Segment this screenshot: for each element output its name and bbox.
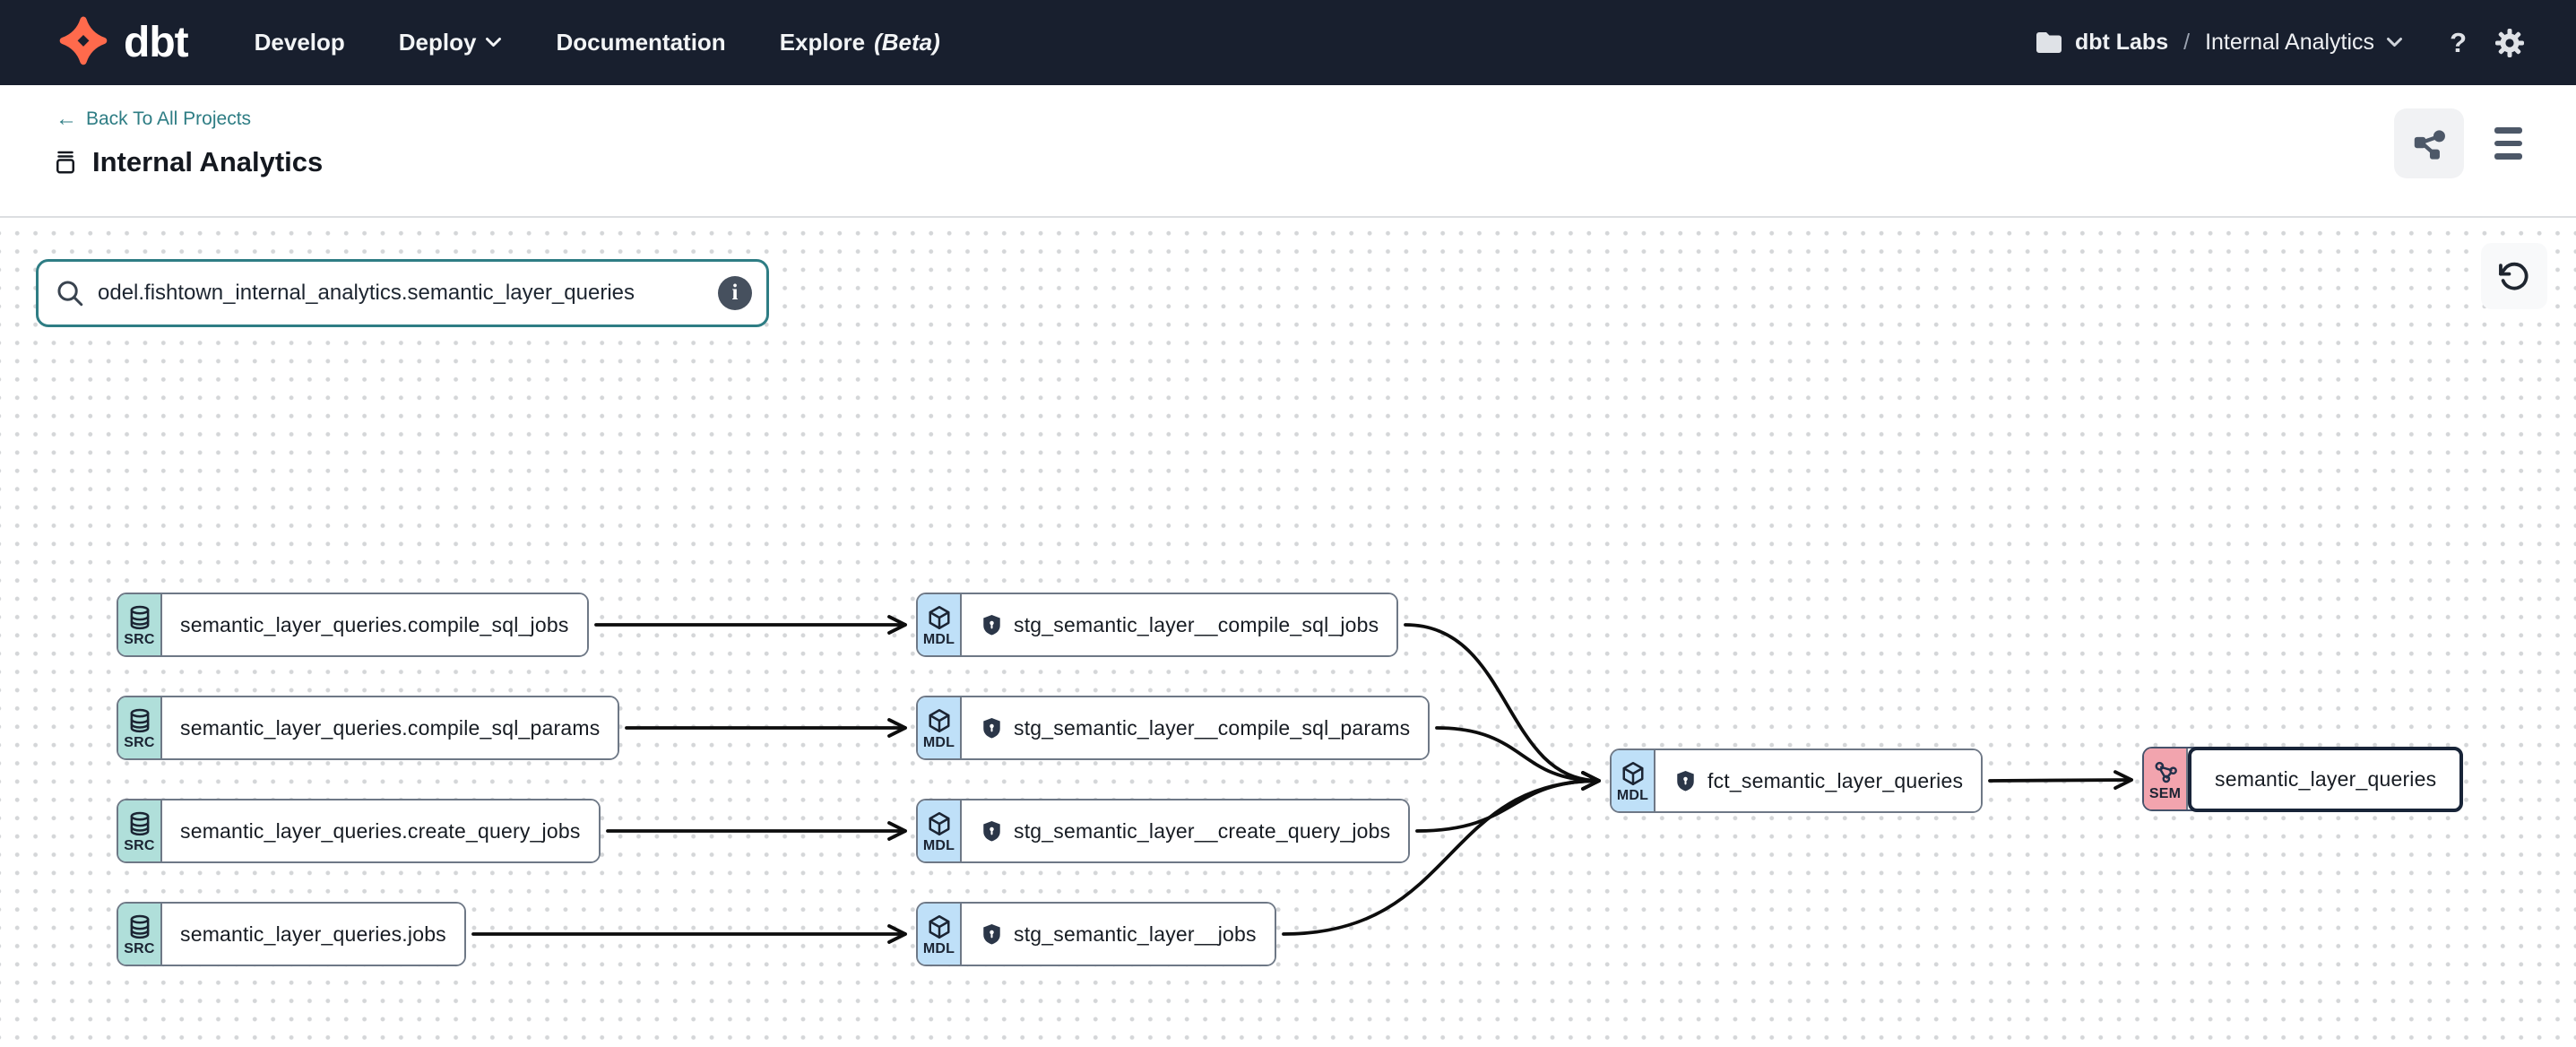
node-kind-label: MDL [922,735,955,750]
chevron-down-icon [2387,38,2403,47]
node-kind-label: SRC [124,632,155,647]
search-input-value: odel.fishtown_internal_analytics.semanti… [98,281,635,305]
back-arrow-icon: ← [56,107,77,131]
node-label: stg_semantic_layer__compile_sql_jobs [1014,612,1379,636]
back-link-label: Back To All Projects [86,108,252,129]
node-kind-label: MDL [1616,788,1649,803]
node-body: semantic_layer_queries.jobs [162,904,464,965]
node-src_jobs[interactable]: SRC semantic_layer_queries.jobs [117,902,466,966]
reset-rotate-ccw-icon [2499,262,2528,290]
node-kind-label: SRC [124,941,155,956]
chevron-down-icon [486,38,502,47]
top-nav-bar: dbt Develop Deploy Documentation Explore… [0,0,2576,85]
info-icon[interactable]: i [718,276,752,310]
cube-icon: MDL [1612,750,1655,811]
node-label: stg_semantic_layer__jobs [1014,922,1257,946]
lineage-search-input[interactable]: odel.fishtown_internal_analytics.semanti… [36,259,769,327]
node-body: stg_semantic_layer__jobs [962,904,1275,965]
breadcrumb-divider: / [2183,30,2191,55]
database-icon: SRC [118,697,162,758]
shield-lock-icon [1673,769,1698,793]
nav-documentation[interactable]: Documentation [556,29,726,56]
breadcrumb-project: Internal Analytics [2205,30,2375,55]
lineage-view-button[interactable] [2394,108,2464,178]
breadcrumb-account: dbt Labs [2074,30,2169,55]
edge-stg_compile_sql_jobs-fct_semantic_layer_queries [1404,623,1601,791]
project-titlebar: ← Back To All Projects Internal Analytic… [0,85,2576,218]
node-kind-label: MDL [922,632,955,647]
cube-icon: MDL [918,697,962,758]
shield-lock-icon [980,716,1004,740]
node-body: semantic_layer_queries.compile_sql_param… [162,697,618,758]
node-label: fct_semantic_layer_queries [1707,768,1964,792]
node-body: semantic_layer_queries.create_query_jobs [162,800,599,861]
title-row: Internal Analytics [52,146,323,178]
dbt-logo[interactable]: dbt [56,15,189,71]
shield-lock-icon [980,613,1004,637]
node-fct_semantic_layer_queries[interactable]: MDL fct_semantic_layer_queries [1610,748,1984,813]
shield-lock-icon [980,819,1004,844]
node-label: semantic_layer_queries.compile_sql_jobs [180,612,569,636]
node-kind-label: SEM [2148,786,2182,801]
node-src_compile_sql_params[interactable]: SRC semantic_layer_queries.compile_sql_pa… [117,696,620,760]
node-kind-label: MDL [922,838,955,853]
node-stg_compile_sql_jobs[interactable]: MDL stg_semantic_layer__compile_sql_jobs [916,593,1399,657]
dbt-logo-icon [59,16,108,65]
node-stg_create_query_jobs[interactable]: MDL stg_semantic_layer__create_query_jobs [916,799,1411,863]
edge-stg_create_query_jobs-fct_semantic_layer_queries [1415,771,1601,833]
project-breadcrumb[interactable]: dbt Labs / Internal Analytics [2035,30,2403,56]
node-body: stg_semantic_layer__compile_sql_params [962,697,1429,758]
header-right: dbt Labs / Internal Analytics ? [2035,27,2526,59]
folder-icon [2036,32,2062,53]
node-label: semantic_layer_queries.compile_sql_param… [180,715,601,740]
reset-view-button[interactable] [2481,243,2547,309]
database-icon: SRC [118,800,162,861]
shield-lock-icon [980,922,1004,947]
semantic-network-icon: SEM [2144,748,2188,809]
nav-explore[interactable]: Explore (Beta) [779,29,940,56]
database-icon: SRC [118,904,162,965]
node-src_compile_sql_jobs[interactable]: SRC semantic_layer_queries.compile_sql_jo… [117,593,589,657]
back-to-projects-link[interactable]: ← Back To All Projects [56,108,251,130]
help-button[interactable]: ? [2450,26,2467,58]
edge-fct_semantic_layer_queries-semantic_layer_queries [1988,770,2133,791]
node-src_create_query_jobs[interactable]: SRC semantic_layer_queries.create_query_j… [117,799,601,863]
node-body: stg_semantic_layer__compile_sql_jobs [962,594,1397,655]
node-kind-label: SRC [124,838,155,853]
brand-name: dbt [124,19,189,66]
node-label: semantic_layer_queries.jobs [180,922,446,946]
node-label: semantic_layer_queries.create_query_jobs [180,818,581,843]
view-toggle-buttons [2394,108,2526,178]
cube-icon: MDL [918,904,962,965]
settings-gear-button[interactable] [2494,27,2526,59]
node-body: semantic_layer_queries [2188,746,2464,812]
cube-icon: MDL [918,800,962,861]
edge-stg_compile_sql_params-fct_semantic_layer_queries [1435,726,1601,791]
node-body: semantic_layer_queries.compile_sql_jobs [162,594,587,655]
nav-deploy[interactable]: Deploy [399,29,503,56]
node-label: stg_semantic_layer__compile_sql_params [1014,715,1411,740]
database-icon: SRC [118,594,162,655]
page-title: Internal Analytics [92,146,324,177]
cube-icon: MDL [918,594,962,655]
main-nav: Develop Deploy Documentation Explore (Be… [255,29,940,56]
project-database-icon [56,151,74,174]
node-label: semantic_layer_queries [2215,766,2437,791]
node-body: fct_semantic_layer_queries [1655,750,1982,811]
search-icon [57,281,83,307]
gear-icon [2495,28,2524,57]
lineage-icon [2414,130,2445,160]
node-semantic_layer_queries[interactable]: SEM semantic_layer_queries [2142,746,2464,812]
node-stg_jobs[interactable]: MDL stg_semantic_layer__jobs [916,902,1276,966]
node-kind-label: SRC [124,735,155,750]
menu-hamburger-button[interactable] [2491,124,2526,163]
node-stg_compile_sql_params[interactable]: MDL stg_semantic_layer__compile_sql_param… [916,696,1431,760]
node-label: stg_semantic_layer__create_query_jobs [1014,818,1391,843]
node-kind-label: MDL [922,941,955,956]
beta-tag: (Beta) [874,29,940,56]
nav-develop[interactable]: Develop [254,29,345,56]
lineage-canvas[interactable]: odel.fishtown_internal_analytics.semanti… [0,218,2576,1047]
node-body: stg_semantic_layer__create_query_jobs [962,800,1409,861]
